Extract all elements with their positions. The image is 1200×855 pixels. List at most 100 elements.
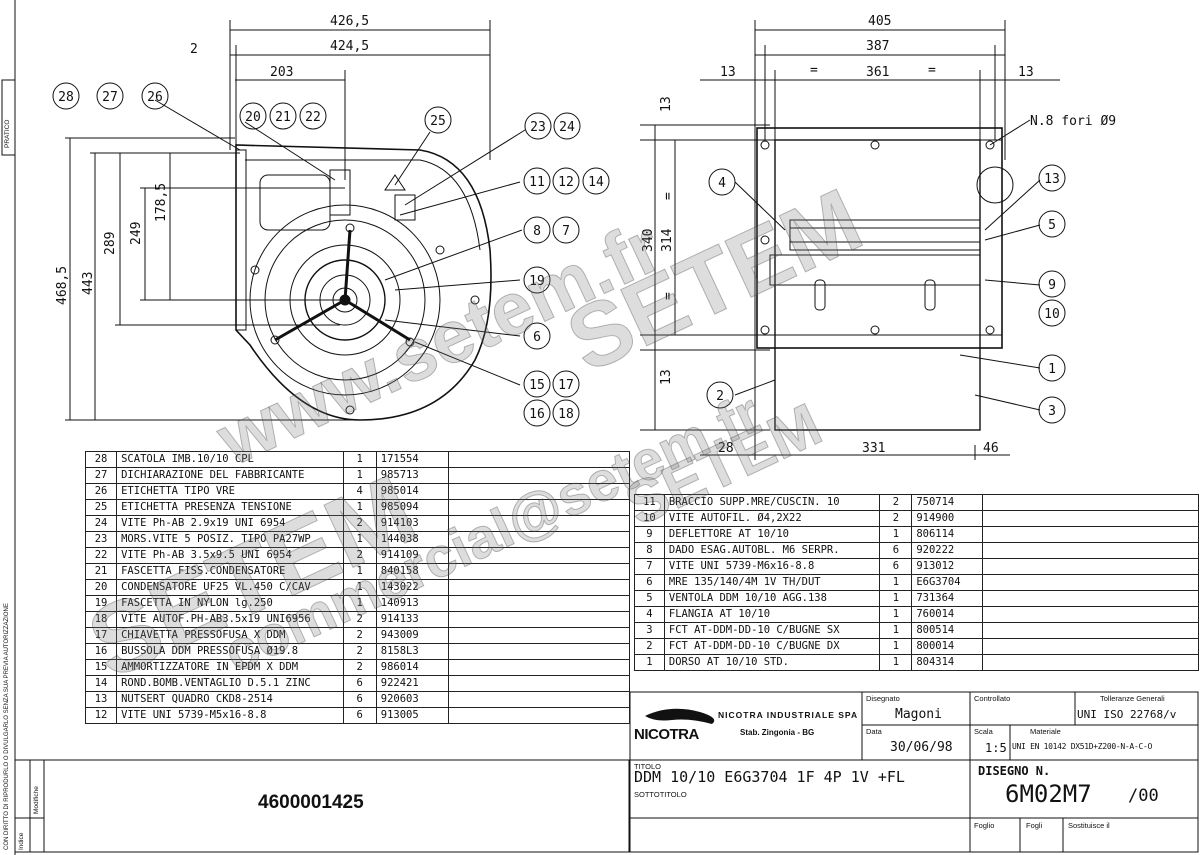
bom-cell-desc: VITE UNI 5739-M5x16-8.8 (116, 707, 344, 724)
bom-cell-qty: 1 (879, 574, 913, 591)
bom-cell-code: E6G3704 (911, 574, 984, 591)
bom-cell-code: 913012 (911, 558, 984, 575)
bom-cell-code: 806114 (911, 526, 984, 543)
bom-cell-desc: FCT AT-DDM-DD-10 C/BUGNE DX (663, 638, 881, 655)
bom-cell-desc: DICHIARAZIONE DEL FABBRICANTE (116, 467, 344, 484)
bom-cell-qty: 1 (879, 590, 913, 607)
label-tolleranze: Tolleranze Generali (1100, 694, 1165, 703)
bom-cell-code: 943009 (375, 627, 449, 644)
dim-equal-1: = (810, 63, 818, 78)
bom-cell-notes (447, 643, 631, 660)
bom-cell-pos: 23 (84, 531, 118, 548)
drawing-number: 6M02M7 (1005, 780, 1092, 808)
bom-cell-code: 985094 (375, 499, 449, 516)
bom-cell-notes (982, 558, 1199, 575)
svg-text:11: 11 (529, 175, 545, 190)
bom-cell-desc: VITE AUTOFIL. Ø4,2X22 (663, 510, 881, 527)
bom-cell-notes (982, 526, 1199, 543)
bom-cell-notes (982, 622, 1199, 639)
bom-cell-desc: DEFLETTORE AT 10/10 (663, 526, 881, 543)
bom-cell-notes (982, 494, 1199, 511)
balloon-19: 19 (523, 266, 551, 294)
bom-cell-qty: 1 (879, 606, 913, 623)
bom-cell-notes (447, 499, 631, 516)
dim-443: 443 (81, 272, 96, 295)
dim-equal-4: = (661, 292, 676, 300)
balloon-10: 10 (1038, 299, 1066, 327)
label-disegno: DISEGNO N. (978, 764, 1051, 778)
dim-331: 331 (862, 441, 885, 456)
balloon-21: 21 (269, 102, 297, 130)
label-sottotitolo: SOTTOTITOLO (634, 790, 687, 799)
bom-cell-code: 804314 (911, 654, 984, 671)
balloon-7: 7 (552, 216, 580, 244)
bom-cell-code: 985014 (375, 483, 449, 500)
bom-cell-desc: MRE 135/140/4M 1V TH/DUT (663, 574, 881, 591)
dim-203: 203 (270, 65, 293, 80)
balloon-26: 26 (141, 82, 169, 110)
label-scala: Scala (974, 727, 993, 736)
balloon-14: 14 (582, 167, 610, 195)
label-disegnato: Disegnato (866, 694, 900, 703)
dim-46: 46 (983, 441, 999, 456)
dim-13-side-bottom: 13 (659, 369, 674, 385)
balloon-20: 20 (239, 102, 267, 130)
drawing-date: 30/06/98 (890, 740, 953, 755)
margin-copyright-note: CON DIRITTO DI RIPRODURLO O DIVULGARLO S… (4, 603, 10, 850)
dim-249: 249 (129, 222, 144, 245)
bom-cell-code: 140913 (375, 595, 449, 612)
svg-text:25: 25 (430, 114, 446, 129)
svg-text:4: 4 (718, 176, 726, 191)
bom-cell-desc: BUSSOLA DDM PRESSOFUSA Ø19.8 (116, 643, 344, 660)
balloon-8: 8 (523, 216, 551, 244)
bom-cell-notes (447, 691, 631, 708)
bom-cell-code: 731364 (911, 590, 984, 607)
bom-cell-notes (447, 483, 631, 500)
front-view-dims: 426,5 424,5 2 203 468,5 443 289 249 178,… (55, 14, 369, 305)
bom-cell-qty: 1 (879, 654, 913, 671)
bom-cell-pos: 12 (84, 707, 118, 724)
bom-cell-desc: CONDENSATORE UF25 VL.450 C/CAV (116, 579, 344, 596)
bom-cell-pos: 27 (84, 467, 118, 484)
bom-cell-pos: 19 (84, 595, 118, 612)
dim-13-side-top: 13 (659, 96, 674, 112)
svg-text:19: 19 (529, 274, 545, 289)
bom-cell-qty: 1 (342, 595, 377, 612)
balloon-11: 11 (523, 167, 551, 195)
bom-cell-desc: ETICHETTA TIPO VRE (116, 483, 344, 500)
bom-cell-code: 913005 (375, 707, 449, 724)
bom-cell-notes (982, 638, 1199, 655)
bom-cell-notes (447, 595, 631, 612)
bom-cell-notes (982, 542, 1199, 559)
label-materiale: Materiale (1030, 727, 1061, 736)
balloon-22: 22 (299, 102, 327, 130)
bom-cell-pos: 2 (634, 638, 665, 655)
bom-cell-pos: 1 (634, 654, 665, 671)
bom-cell-desc: VENTOLA DDM 10/10 AGG.138 (663, 590, 881, 607)
drawing-scale: 1:5 (985, 741, 1007, 755)
bom-cell-code: 760014 (911, 606, 984, 623)
material-value: UNI EN 10142 DX51D+Z200-N-A-C-O (1012, 742, 1153, 751)
svg-text:5: 5 (1048, 218, 1056, 233)
bom-cell-code: 922421 (375, 675, 449, 692)
bom-cell-pos: 9 (634, 526, 665, 543)
svg-text:2: 2 (716, 389, 724, 404)
bom-cell-notes (447, 563, 631, 580)
bom-cell-desc: VITE UNI 5739-M6x16-8.8 (663, 558, 881, 575)
svg-text:1: 1 (1048, 362, 1056, 377)
bom-cell-pos: 10 (634, 510, 665, 527)
bom-cell-notes (982, 574, 1199, 591)
bom-cell-notes (982, 510, 1199, 527)
dim-178-5: 178,5 (154, 183, 169, 222)
balloon-28: 28 (52, 82, 80, 110)
balloon-18: 18 (552, 399, 580, 427)
